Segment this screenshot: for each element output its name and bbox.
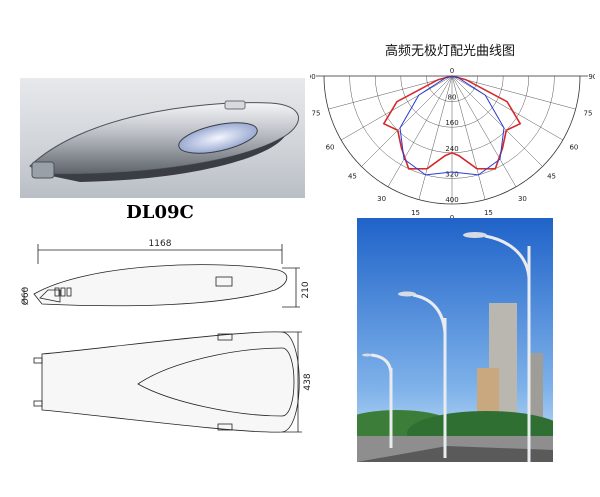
street-light-photo xyxy=(357,218,553,462)
polar-spoke xyxy=(328,75,453,110)
polar-spoke xyxy=(341,75,453,141)
polar-spoke xyxy=(418,75,453,200)
polar-angle-label: 30 xyxy=(518,195,527,203)
polar-angle-label: 90 xyxy=(588,73,595,81)
polar-spoke xyxy=(387,75,453,187)
polar-series-0 xyxy=(382,75,522,170)
polar-series-1 xyxy=(399,75,505,176)
dimension-drawing: 1168 210 Ø60 438 xyxy=(20,239,313,433)
width-dimension: 438 xyxy=(303,373,313,390)
lamp-render-image xyxy=(20,78,305,198)
polar-angle-label: 90 xyxy=(310,73,316,81)
polar-radial-label: 160 xyxy=(445,119,458,127)
polar-series xyxy=(382,75,522,176)
polar-angle-label: 60 xyxy=(569,143,578,151)
polar-angle-label: 75 xyxy=(312,109,321,117)
polar-radial-label: 320 xyxy=(445,170,458,178)
height-dimension: 210 xyxy=(301,281,311,298)
polar-angle-label: 15 xyxy=(411,209,420,217)
polar-radial-label: 400 xyxy=(445,196,458,204)
polar-angle-label: 60 xyxy=(326,143,335,151)
polar-labels: 90 75 60 45 30 15 0 15 30 45 60 75 90 80 160 240 320 400 0 xyxy=(310,67,595,218)
polar-light-distribution-chart: 90 75 60 45 30 15 0 15 30 45 60 75 90 80 160 240 320 400 0 xyxy=(310,67,595,218)
chart-title: 高频无极灯配光曲线图 xyxy=(384,44,515,59)
length-dimension: 1168 xyxy=(149,239,172,249)
polar-angle-label: 45 xyxy=(348,173,357,181)
neck-dimension: Ø60 xyxy=(20,286,31,305)
polar-spoke xyxy=(451,75,563,141)
polar-spoke xyxy=(451,75,576,110)
polar-angle-label: 75 xyxy=(584,109,593,117)
polar-radial-label: 240 xyxy=(445,145,458,153)
polar-angle-label: 30 xyxy=(377,195,386,203)
polar-angle-label: 45 xyxy=(547,173,556,181)
model-label: DL09C xyxy=(126,202,194,223)
polar-spoke xyxy=(451,75,486,200)
polar-spoke xyxy=(361,75,453,167)
polar-top-label: 0 xyxy=(450,67,454,75)
polar-spoke xyxy=(451,75,543,167)
polar-radial-label: 80 xyxy=(448,94,457,102)
polar-angle-label: 0 xyxy=(450,214,454,218)
polar-angle-label: 15 xyxy=(484,209,493,217)
polar-spoke xyxy=(451,75,517,187)
